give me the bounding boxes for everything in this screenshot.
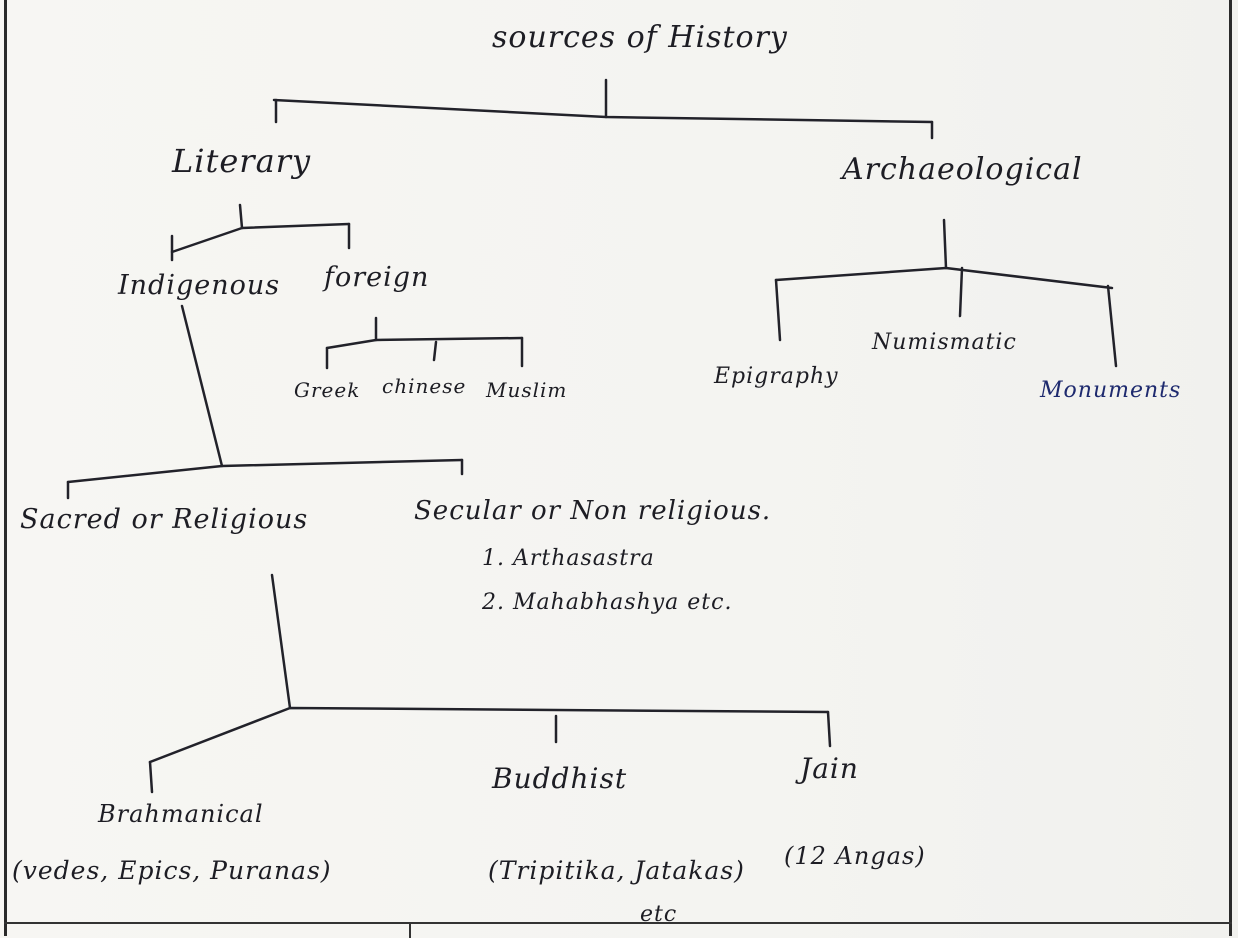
node-greek: Greek (294, 378, 361, 402)
arch-bar (774, 266, 1114, 290)
arch-to-epigraphy (774, 278, 782, 342)
node-sacred: Sacred or Religious (20, 504, 309, 535)
node-jain: Jain (800, 752, 859, 785)
node-foreign: foreign (324, 262, 430, 293)
sacred-to-jain (826, 710, 832, 748)
sacred-bar (148, 706, 830, 764)
node-numismatic: Numismatic (872, 330, 1017, 355)
buddhist-note: (Tripitika, Jatakas) (488, 856, 745, 885)
root-bar (272, 98, 934, 124)
node-monuments: Monuments (1040, 378, 1182, 403)
node-brahmanical: Brahmanical (98, 800, 264, 828)
indigenous-stem (180, 304, 224, 468)
brahmanical-note: (vedes, Epics, Puranas) (12, 856, 332, 885)
jain-note: (12 Angas) (784, 842, 926, 870)
node-secular: Secular or Non religious. (414, 496, 772, 526)
node-epigraphy: Epigraphy (714, 364, 839, 389)
secular-item-2: 2. Mahabhashya etc. (482, 590, 733, 615)
node-literary: Literary (172, 142, 312, 180)
arch-to-monuments (1106, 284, 1118, 368)
node-root: sources of History (492, 20, 788, 55)
literary-bar (170, 222, 351, 254)
sacred-stem (270, 573, 292, 710)
node-buddhist: Buddhist (492, 762, 628, 795)
node-chinese: chinese (382, 374, 467, 398)
foreign-to-chinese (432, 340, 438, 362)
page-frame (4, 0, 1232, 936)
buddhist-note-etc: etc (640, 902, 678, 927)
arch-stem (942, 218, 948, 270)
arch-to-numismatic (958, 266, 964, 318)
node-archaeological: Archaeological (842, 152, 1083, 187)
foreign-bar (325, 336, 524, 350)
indigenous-bar (66, 458, 464, 484)
node-muslim: Muslim (486, 378, 568, 402)
bottom-rule (4, 922, 1232, 924)
sacred-to-brahmanical (148, 760, 154, 794)
bottom-divider (409, 922, 411, 938)
secular-item-1: 1. Arthasastra (482, 546, 655, 571)
literary-stem (238, 203, 244, 230)
node-indigenous: Indigenous (118, 270, 281, 301)
